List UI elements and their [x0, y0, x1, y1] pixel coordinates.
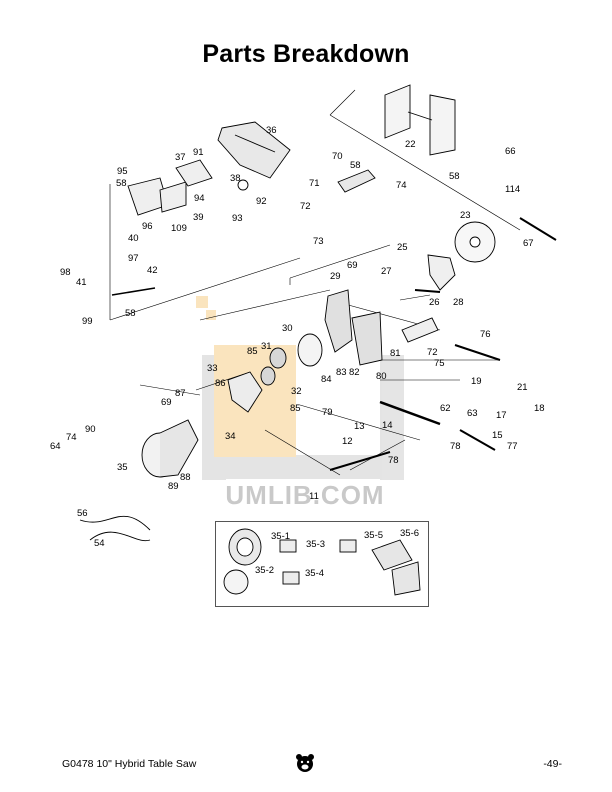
part-label: 41 [76, 277, 87, 288]
part-label: 58 [116, 178, 127, 189]
part-label: 13 [354, 421, 365, 432]
part-label: 77 [507, 441, 518, 452]
part-label: 69 [347, 260, 358, 271]
part-label: 35 [117, 462, 128, 473]
part-label: 27 [381, 266, 392, 277]
part-label: 30 [282, 323, 293, 334]
motor-parts-inset [215, 521, 429, 607]
part-label: 34 [225, 431, 236, 442]
bear-logo-icon [296, 754, 314, 772]
part-label: 35-4 [305, 568, 324, 579]
part-label: 58 [350, 160, 361, 171]
part-label: 17 [496, 410, 507, 421]
part-label: 63 [467, 408, 478, 419]
part-label: 21 [517, 382, 528, 393]
part-label: 95 [117, 166, 128, 177]
part-label: 73 [313, 236, 324, 247]
part-label: 72 [427, 347, 438, 358]
part-label: 11 [309, 491, 319, 502]
part-label: 37 [175, 152, 186, 163]
leader-lines [109, 89, 521, 476]
part-label: 58 [125, 308, 136, 319]
part-label: 114 [505, 184, 520, 195]
part-label: 35-5 [364, 530, 383, 541]
part-label: 99 [82, 316, 93, 327]
part-label: 79 [322, 407, 333, 418]
part-label: 75 [434, 358, 445, 369]
part-label: 81 [390, 348, 401, 359]
part-label: 38 [230, 173, 241, 184]
part-label: 35-6 [400, 528, 419, 539]
part-label: 64 [50, 441, 61, 452]
part-label: 23 [460, 210, 471, 221]
page-number: -49- [543, 758, 562, 770]
part-label: 28 [453, 297, 464, 308]
part-labels: 36 22 66 58 114 37 91 38 95 58 94 92 39 … [50, 125, 545, 579]
part-label: 84 [321, 374, 332, 385]
part-label: 32 [291, 386, 302, 397]
part-label: 85 [290, 403, 301, 414]
part-label: 90 [85, 424, 96, 435]
part-label: 14 [382, 420, 393, 431]
part-label: 12 [342, 436, 353, 447]
part-label: 54 [94, 538, 105, 549]
part-label: 25 [397, 242, 408, 253]
inset-parts [223, 528, 421, 596]
part-label: 74 [66, 432, 77, 443]
part-label: 36 [266, 125, 277, 136]
part-label: 58 [449, 171, 460, 182]
part-label: 62 [440, 403, 451, 414]
part-label: 29 [330, 271, 341, 282]
part-label: 93 [232, 213, 243, 224]
part-label: 33 [207, 363, 218, 374]
part-label: 70 [332, 151, 343, 162]
part-label: 98 [60, 267, 71, 278]
part-label: 82 [349, 367, 360, 378]
page-title: Parts Breakdown [202, 40, 410, 68]
part-label: 40 [128, 233, 139, 244]
part-label: 92 [256, 196, 267, 207]
footer-model: G0478 10" Hybrid Table Saw [62, 758, 197, 770]
part-label: 87 [175, 388, 186, 399]
part-label: 35-3 [306, 539, 325, 550]
part-label: 35-1 [271, 531, 290, 542]
watermark-text: UMLIB.COM [225, 480, 385, 510]
part-label: 26 [429, 297, 440, 308]
part-label: 42 [147, 265, 158, 276]
part-label: 19 [471, 376, 482, 387]
part-label: 74 [396, 180, 407, 191]
part-label: 56 [77, 508, 88, 519]
part-label: 86 [215, 378, 226, 389]
part-label: 69 [161, 397, 172, 408]
part-label: 67 [523, 238, 534, 249]
part-label: 109 [171, 223, 187, 234]
components [79, 84, 557, 542]
part-label: 39 [193, 212, 204, 223]
part-label: 15 [492, 430, 503, 441]
part-label: 72 [300, 201, 311, 212]
part-label: 89 [168, 481, 179, 492]
part-label: 22 [405, 139, 416, 150]
part-label: 97 [128, 253, 139, 264]
part-label: 35-2 [255, 565, 274, 576]
part-label: 78 [450, 441, 461, 452]
part-label: 96 [142, 221, 153, 232]
part-label: 83 [336, 367, 347, 378]
part-label: 71 [309, 178, 320, 189]
part-label: 80 [376, 371, 387, 382]
part-label: 76 [480, 329, 491, 340]
part-label: 66 [505, 146, 516, 157]
part-label: 91 [193, 147, 204, 158]
part-label: 94 [194, 193, 205, 204]
part-label: 18 [534, 403, 545, 414]
part-label: 85 [247, 346, 258, 357]
part-label: 31 [261, 341, 272, 352]
part-label: 78 [388, 455, 399, 466]
part-label: 88 [180, 472, 191, 483]
